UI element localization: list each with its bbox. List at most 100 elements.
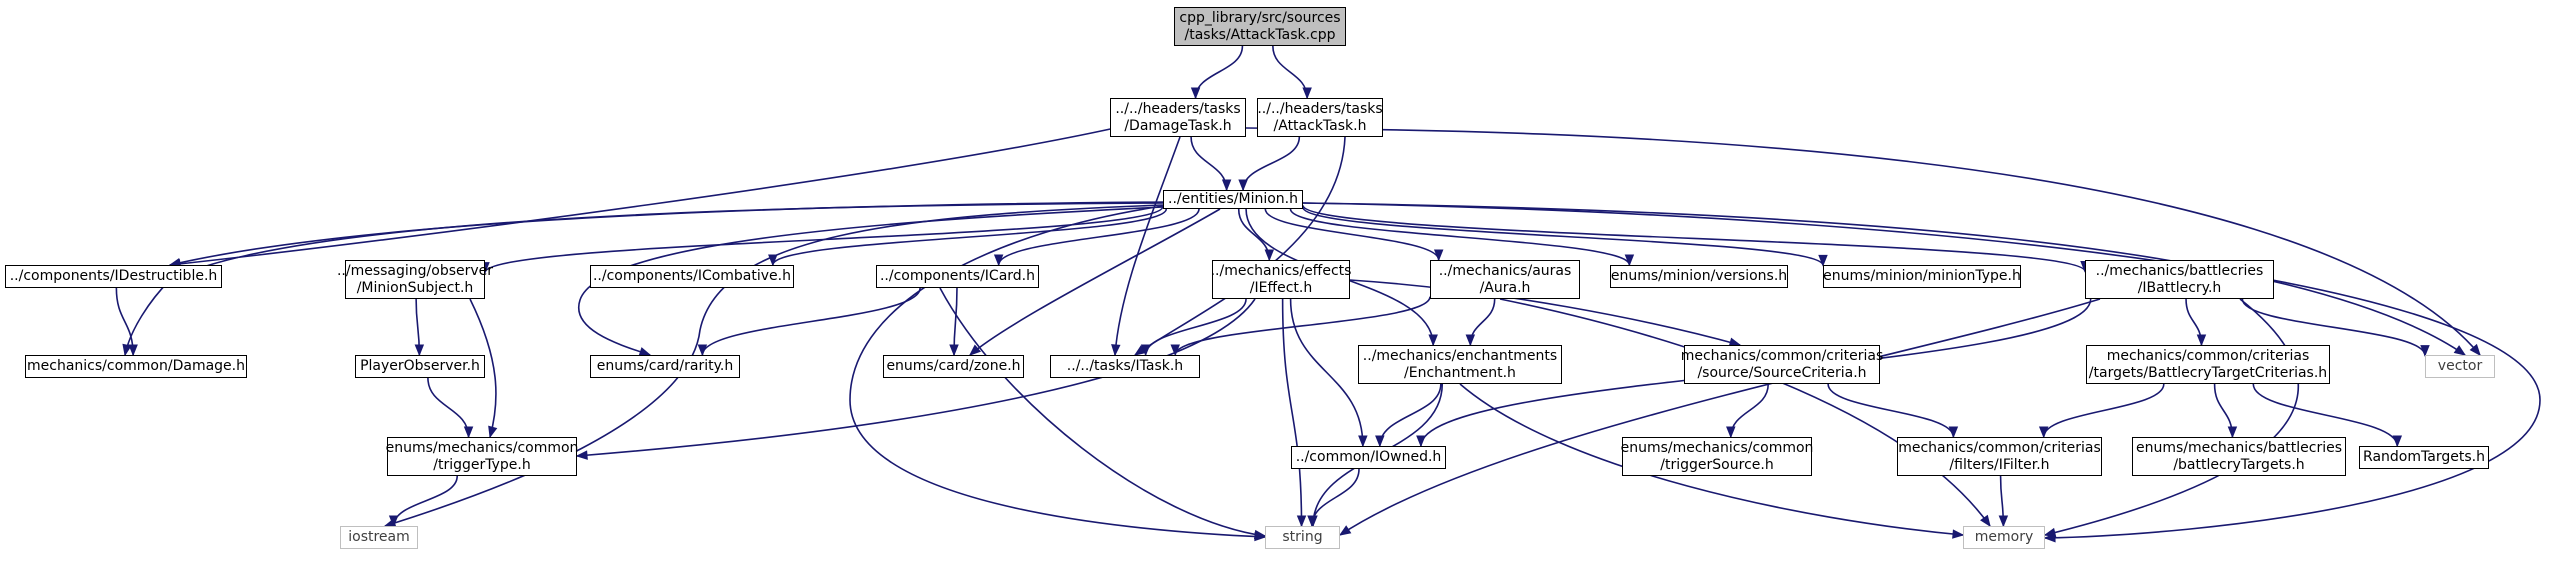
edge-minion_h-to-versions_h — [1289, 208, 1631, 266]
node-label-line: enums/card/rarity.h — [596, 358, 734, 374]
node-label-line: ../components/ICard.h — [879, 268, 1036, 284]
node-label-line: memory — [1974, 529, 2034, 545]
arrowhead-ieffect_h-to-string — [1296, 515, 1307, 528]
edge-battlecry_target_criteria_h-to-ifilter_h — [2042, 383, 2165, 438]
node-label-line: mechanics/common/criterias — [1680, 347, 1884, 364]
arrowhead-minion_h-to-vector — [2453, 345, 2467, 356]
node-minion-subject-h[interactable]: ../messaging/observer/MinionSubject.h — [337, 260, 493, 299]
arrowhead-minion_h-to-damage_h — [122, 343, 132, 357]
node-label-line: string — [1282, 529, 1323, 545]
node-label-line: /AttackTask.h — [1273, 117, 1367, 134]
node-label-line: ../messaging/observer — [336, 262, 494, 279]
edge-minion_h-to-ieffect_h — [1237, 208, 1271, 261]
arrowhead-aura_h-to-memory — [1980, 514, 1991, 528]
node-label-line: /battlecryTargets.h — [2173, 456, 2305, 473]
node-label-line: ../mechanics/effects — [1210, 262, 1352, 279]
node-label-line: ../mechanics/battlecries — [2095, 262, 2264, 279]
edge-attack_cpp-to-damage_task_h — [1194, 45, 1244, 99]
node-minion-type-h[interactable]: enums/minion/minionType.h — [1823, 265, 2021, 288]
node-label-line: PlayerObserver.h — [360, 358, 480, 374]
edge-minion_h-to-iostream — [384, 204, 1164, 527]
node-iowned-h[interactable]: ../common/IOwned.h — [1291, 446, 1446, 469]
node-attack-task-h[interactable]: ../../headers/tasks/AttackTask.h — [1257, 98, 1383, 137]
node-string: string — [1265, 526, 1340, 549]
edge-minion_h-to-memory — [1302, 202, 2541, 539]
node-versions-h[interactable]: enums/minion/versions.h — [1610, 265, 1788, 288]
arrowhead-minion_h-to-icard_h — [993, 254, 1004, 267]
edge-trigger_type_h-to-iostream — [392, 475, 459, 527]
arrowhead-minion_h-to-aura_h — [1433, 249, 1444, 262]
node-label-line: enums/card/zone.h — [886, 358, 1021, 374]
arrowhead-battlecry_target_criteria_h-to-ifilter_h — [2038, 426, 2049, 439]
node-label-line: iostream — [348, 529, 410, 545]
arrowhead-ieffect_h-to-trigger_type_h — [575, 450, 588, 460]
edge-icard_h-to-rarity_h — [701, 287, 921, 356]
edge-ieffect_h-to-itask_h — [1144, 298, 1247, 356]
edge-minion_h-to-damage_h — [124, 202, 1166, 356]
node-minion-h[interactable]: ../entities/Minion.h — [1163, 190, 1303, 209]
node-label-line: /Enchantment.h — [1404, 364, 1516, 381]
edge-minion_h-to-ibattlecry_h — [1302, 204, 2086, 273]
arrowhead-trigger_type_h-to-iostream — [388, 515, 399, 528]
arrowhead-ibattlecry_h-to-string — [1338, 525, 1352, 536]
node-damage-task-h[interactable]: ../../headers/tasks/DamageTask.h — [1110, 98, 1246, 137]
edge-damage_task_h-to-minion_h — [1190, 136, 1228, 191]
arrowhead-ifilter_h-to-memory — [1998, 515, 2009, 528]
node-idestructible-h[interactable]: ../components/IDestructible.h — [5, 265, 222, 288]
node-rarity-h[interactable]: enums/card/rarity.h — [590, 355, 740, 378]
node-battlecry-target-criteria-h[interactable]: mechanics/common/criterias/targets/Battl… — [2086, 345, 2330, 384]
edge-minion_h-to-string — [849, 205, 1266, 538]
node-enchantment-h[interactable]: ../mechanics/enchantments/Enchantment.h — [1358, 345, 1562, 384]
node-battlecry-targets-h[interactable]: enums/mechanics/battlecries/battlecryTar… — [2132, 437, 2346, 476]
arrowhead-ibattlecry_h-to-vector — [2420, 345, 2430, 357]
node-aura-h[interactable]: ../mechanics/auras/Aura.h — [1430, 260, 1580, 299]
node-label-line: enums/mechanics/battlecries — [2135, 439, 2343, 456]
arrowhead-source_criteria_h-to-trigger_source_h — [1726, 426, 1736, 439]
node-damage-h[interactable]: mechanics/common/Damage.h — [25, 355, 247, 378]
node-random-targets-h[interactable]: RandomTargets.h — [2359, 446, 2489, 469]
node-source-criteria-h[interactable]: mechanics/common/criterias/source/Source… — [1681, 345, 1883, 384]
node-icard-h[interactable]: ../components/ICard.h — [876, 265, 1039, 288]
node-label-line: /filters/IFilter.h — [1949, 456, 2050, 473]
edge-attack_cpp-to-attack_task_h — [1272, 45, 1308, 99]
node-label-line: mechanics/common/criterias — [2106, 347, 2310, 364]
node-label-line: ../components/IDestructible.h — [9, 268, 218, 284]
node-ibattlecry-h[interactable]: ../mechanics/battlecries/IBattlecry.h — [2085, 260, 2274, 299]
node-itask-h[interactable]: ../../tasks/ITask.h — [1050, 355, 1200, 378]
node-ifilter-h[interactable]: mechanics/common/criterias/filters/IFilt… — [1897, 437, 2102, 476]
arrowhead-source_criteria_h-to-ifilter_h — [1948, 426, 1959, 439]
node-label-line: /IBattlecry.h — [2137, 279, 2222, 296]
node-label-line: ../common/IOwned.h — [1295, 449, 1442, 465]
node-iostream: iostream — [340, 526, 418, 549]
arrowhead-attack_task_h-to-minion_h — [1238, 179, 1248, 192]
edge-minion_h-to-icard_h — [997, 208, 1200, 266]
arrowhead-minion_subject_h-to-player_observer_h — [414, 344, 425, 357]
node-player-observer-h[interactable]: PlayerObserver.h — [355, 355, 485, 378]
node-label-line: enums/minion/versions.h — [1610, 268, 1788, 284]
arrowhead-enchantment_h-to-iowned_h — [1375, 435, 1385, 448]
arrowhead-aura_h-to-enchantment_h — [1465, 334, 1476, 347]
edge-icard_h-to-string — [939, 287, 1266, 537]
edge-minion_h-to-aura_h — [1264, 208, 1440, 261]
edge-minion_h-to-minion_type_h — [1302, 206, 1824, 266]
node-ieffect-h[interactable]: ../mechanics/effects/IEffect.h — [1210, 260, 1352, 299]
arrowhead-minion_subject_h-to-trigger_type_h — [488, 425, 498, 439]
node-label-line: ../components/ICombative.h — [592, 268, 791, 284]
arrowhead-ibattlecry_h-to-memory — [2043, 527, 2057, 538]
node-zone-h[interactable]: enums/card/zone.h — [883, 355, 1024, 378]
node-trigger-source-h[interactable]: enums/mechanics/common/triggerSource.h — [1621, 437, 1813, 476]
arrowhead-minion_h-to-enchantment_h — [1428, 334, 1438, 347]
edge-minion_h-to-vector — [1302, 202, 2466, 356]
edge-enchantment_h-to-memory — [1459, 383, 1964, 536]
node-attack-cpp: cpp_library/src/sources/tasks/AttackTask… — [1174, 7, 1346, 46]
node-icombative-h[interactable]: ../components/ICombative.h — [590, 265, 794, 288]
edge-minion_h-to-icombative_h — [771, 208, 1168, 266]
node-label-line: /MinionSubject.h — [356, 279, 474, 296]
arrowhead-aura_h-to-itask_h — [1170, 344, 1180, 357]
edge-aura_h-to-enchantment_h — [1469, 298, 1496, 346]
edge-aura_h-to-memory — [1499, 298, 1991, 527]
node-label-line: RandomTargets.h — [2363, 449, 2485, 465]
node-trigger-type-h[interactable]: enums/mechanics/common/triggerType.h — [386, 437, 578, 476]
node-label-line: /triggerType.h — [433, 456, 531, 473]
